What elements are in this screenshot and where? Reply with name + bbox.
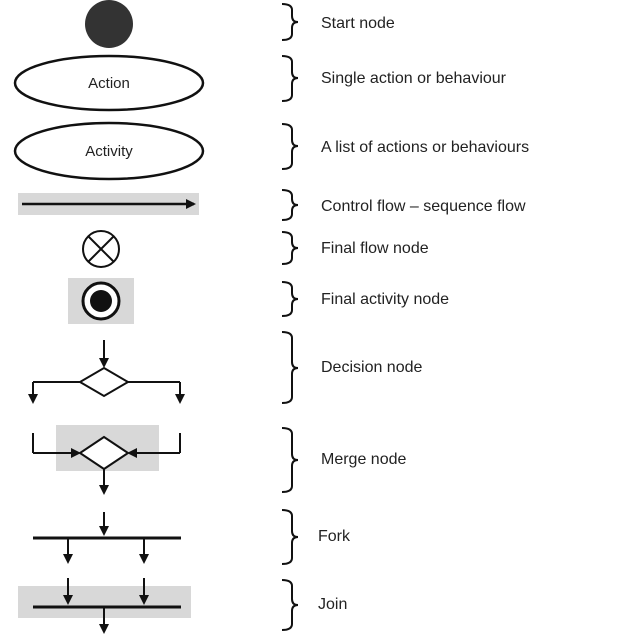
brace-activity	[281, 123, 299, 170]
action-symbol: Action	[13, 54, 205, 112]
brace-join	[281, 579, 299, 631]
label-final-activity-node: Final activity node	[321, 291, 449, 308]
brace-fork	[281, 509, 299, 565]
final-activity-node-symbol	[68, 278, 134, 324]
start-node-symbol	[85, 0, 133, 48]
label-start-node: Start node	[321, 15, 395, 32]
label-final-flow-node: Final flow node	[321, 240, 429, 257]
control-flow-symbol	[18, 193, 199, 215]
label-fork: Fork	[318, 528, 351, 545]
brace-decision	[281, 331, 299, 404]
fork-symbol	[33, 512, 181, 564]
merge-node-symbol	[32, 425, 181, 495]
decision-node-symbol	[28, 340, 185, 404]
label-merge-node: Merge node	[321, 451, 406, 468]
label-single-action: Single action or behaviour	[321, 70, 507, 87]
braces	[281, 3, 299, 631]
brace-action	[281, 55, 299, 102]
label-decision-node: Decision node	[321, 359, 423, 376]
label-join: Join	[318, 596, 347, 613]
brace-final-flow	[281, 231, 299, 265]
brace-control-flow	[281, 189, 299, 221]
final-flow-node-symbol	[82, 230, 120, 268]
activity-symbol: Activity	[13, 121, 205, 181]
activity-symbol-text: Activity	[85, 143, 133, 160]
action-symbol-text: Action	[88, 75, 130, 92]
brace-final-activity	[281, 281, 299, 317]
brace-merge	[281, 427, 299, 493]
brace-start-node	[281, 3, 299, 41]
join-symbol	[18, 578, 191, 634]
label-control-flow: Control flow – sequence flow	[321, 198, 526, 215]
label-list-of-actions: A list of actions or behaviours	[321, 139, 529, 156]
